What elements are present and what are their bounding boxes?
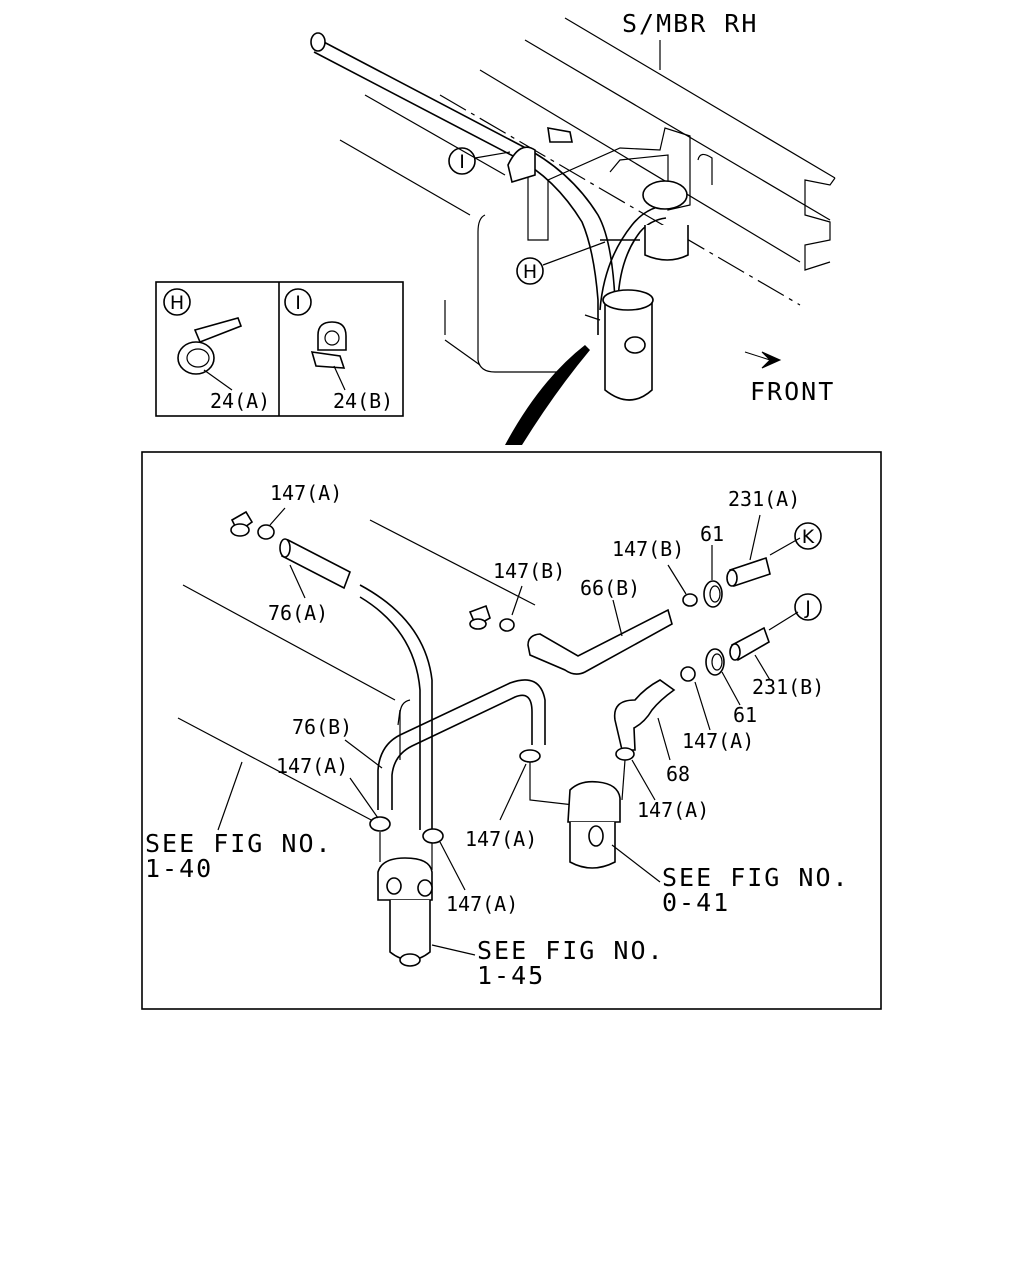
- label-231b: 231(B): [752, 675, 824, 699]
- main-detail-view: K J 147(A) 76(A) 147(B) 66(B) 147(B) 61 …: [141, 451, 882, 1010]
- clamp-147a-top: [257, 524, 275, 540]
- svg-text:24(B): 24(B): [333, 389, 393, 413]
- svg-text:SEE FIG NO.: SEE FIG NO.: [145, 829, 333, 858]
- clamp-i-top: [507, 146, 536, 184]
- front-indicator: FRONT: [744, 351, 835, 406]
- tie-band-icon: [177, 317, 243, 375]
- label-66b: 66(B): [580, 576, 640, 600]
- callout-i-top: I: [448, 147, 511, 175]
- clamp-147a-r2: [615, 747, 635, 761]
- connector-k: K: [794, 522, 822, 550]
- clamp-147a-r1: [680, 666, 696, 682]
- label-68: 68: [666, 762, 690, 786]
- label-76a: 76(A): [268, 601, 328, 625]
- detail-box: H 24(A) I 24(B): [155, 281, 404, 417]
- tank-outline-detail: [177, 519, 536, 823]
- elbow-fitting-top: [547, 127, 573, 143]
- detail-i: I 24(B): [284, 288, 393, 413]
- filter-top-right: [642, 153, 713, 261]
- filter-0-41: [529, 759, 626, 869]
- label-147a-top: 147(A): [270, 481, 342, 505]
- clip-icon: [310, 321, 347, 369]
- label-76b: 76(B): [292, 715, 352, 739]
- hose-76b: [377, 679, 546, 810]
- svg-text:H: H: [523, 261, 537, 283]
- ref-fig-1-45: SEE FIG NO. 1-45: [477, 936, 665, 990]
- svg-text:K: K: [802, 526, 815, 548]
- hose-76a: [279, 538, 351, 590]
- hose-231a: [726, 556, 771, 588]
- filter-1-45: [377, 832, 433, 967]
- label-147a-center: 147(A): [465, 827, 537, 851]
- svg-text:SEE FIG NO.: SEE FIG NO.: [477, 936, 665, 965]
- label-61-top: 61: [700, 522, 724, 546]
- clamp-147a-center: [519, 749, 541, 763]
- svg-text:FRONT: FRONT: [750, 377, 835, 406]
- filter-top-left: [584, 289, 654, 401]
- clamp-61-bottom: [705, 648, 725, 676]
- member-label: S/MBR RH: [622, 9, 758, 38]
- hose-long: [359, 584, 433, 830]
- label-231a: 231(A): [728, 487, 800, 511]
- fuel-pipe-top: [310, 32, 673, 335]
- ref-fig-0-41: SEE FIG NO. 0-41: [662, 863, 850, 917]
- leader-lines: [217, 507, 801, 956]
- svg-text:J: J: [804, 597, 811, 619]
- zoom-pointer: [505, 345, 590, 445]
- svg-text:SEE FIG NO.: SEE FIG NO.: [662, 863, 850, 892]
- label-147b-mid: 147(B): [493, 559, 565, 583]
- hose-231b: [729, 626, 770, 662]
- side-member-rail: [439, 17, 836, 306]
- label-61-bottom: 61: [733, 703, 757, 727]
- label-147a-left: 147(A): [276, 754, 348, 778]
- callout-h-top: H: [516, 241, 606, 285]
- fuel-tank-outline: [339, 94, 565, 373]
- clamp-147b-right: [682, 593, 698, 607]
- mount-bracket: [527, 127, 691, 241]
- label-147a-r1: 147(A): [682, 729, 754, 753]
- hose-66b: [527, 608, 673, 675]
- clamp-147a-bottom: [422, 828, 444, 844]
- svg-text:H: H: [170, 292, 184, 314]
- clamp-61-top: [703, 580, 723, 608]
- ref-fig-1-40: SEE FIG NO. 1-40: [145, 829, 333, 883]
- svg-text:1-45: 1-45: [477, 961, 545, 990]
- elbow-fitting-left: [230, 510, 254, 537]
- top-view: I H S/MBR RH FRONT: [310, 9, 836, 445]
- label-147a-r2: 147(A): [637, 798, 709, 822]
- svg-text:24(A): 24(A): [210, 389, 270, 413]
- connector-j: J: [794, 593, 822, 621]
- svg-text:0-41: 0-41: [662, 888, 730, 917]
- clamp-147a-left: [369, 816, 391, 832]
- elbow-fitting-mid: [468, 604, 491, 630]
- label-147a-bottom: 147(A): [446, 892, 518, 916]
- hose-68: [613, 679, 676, 751]
- detail-h: H 24(A): [163, 288, 270, 413]
- svg-text:I: I: [459, 151, 465, 173]
- clamp-147b-mid: [499, 618, 515, 632]
- svg-text:1-40: 1-40: [145, 854, 213, 883]
- label-147b-right: 147(B): [612, 537, 684, 561]
- svg-text:I: I: [295, 292, 301, 314]
